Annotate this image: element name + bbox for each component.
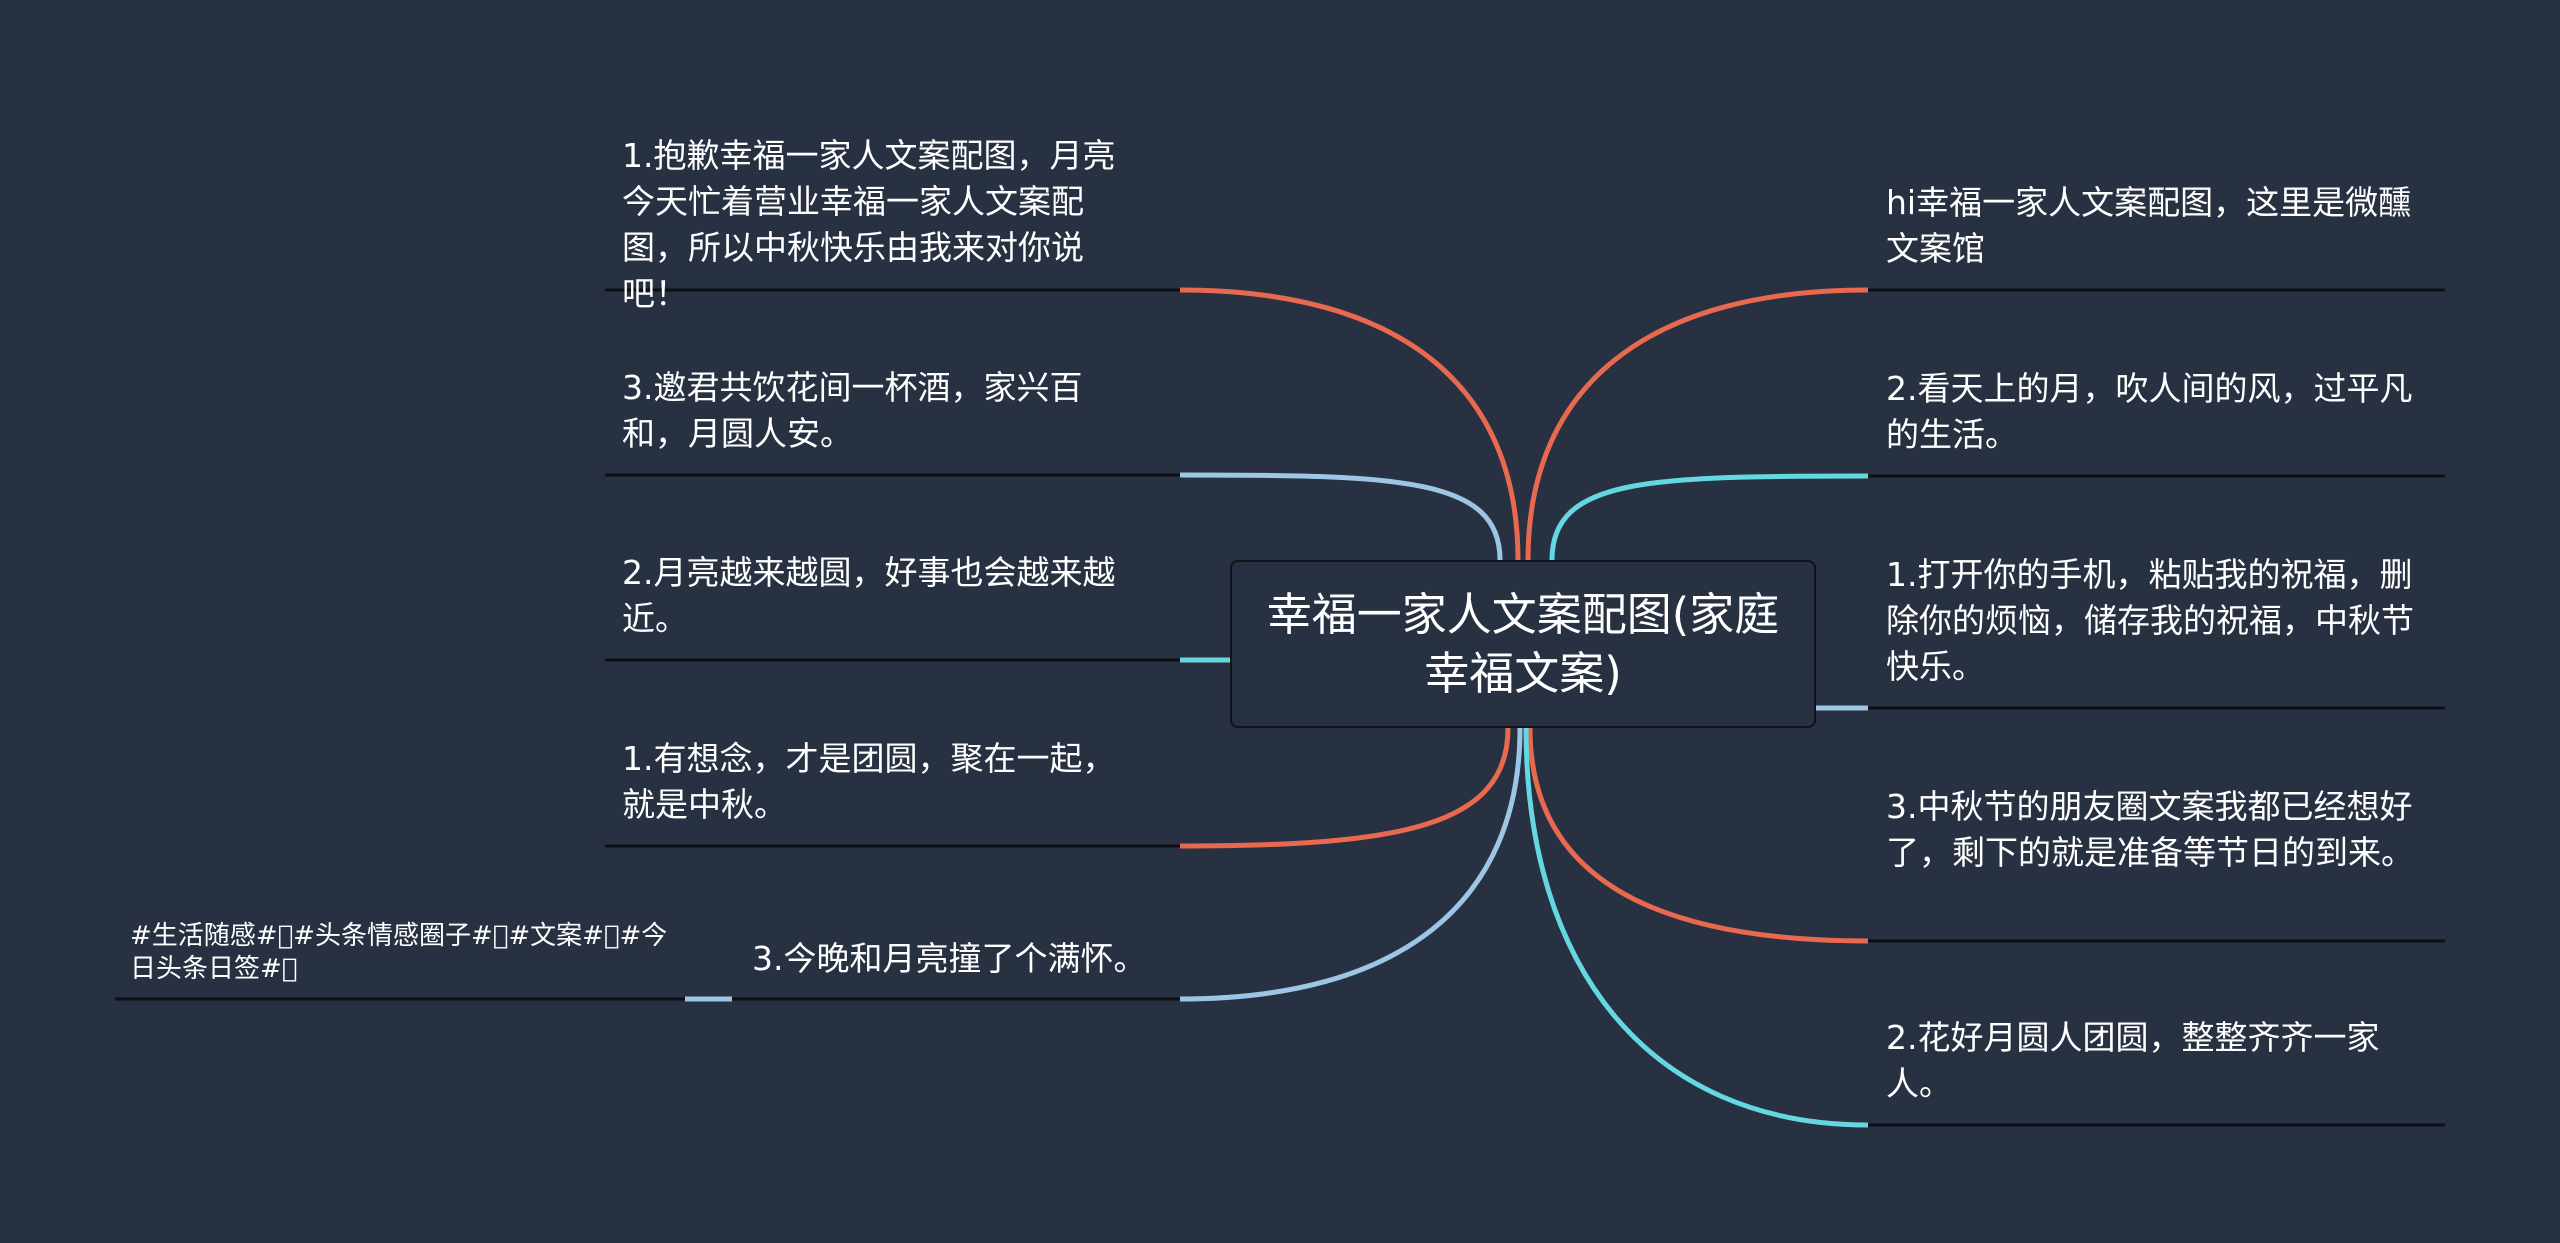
left-branch-node-4[interactable]: 1.有想念，才是团圆，聚在一起，就是中秋。	[622, 739, 1116, 824]
left-branch-connector-1	[1179, 287, 1521, 561]
left-branch-node-3[interactable]: 2.月亮越来越圆，好事也会越来越近。	[622, 553, 1116, 638]
right-branch-connector-5	[1523, 727, 1869, 1128]
central-topic-node[interactable]: 幸福一家人文案配图(家庭幸福文案)	[1230, 560, 1816, 728]
left-branch-connector-2	[1179, 472, 1503, 561]
right-branch-node-1[interactable]: hi幸福一家人文案配图，这里是微醺文案馆	[1886, 183, 2412, 268]
right-branch-connector-4	[1527, 727, 1869, 944]
right-branch-node-2[interactable]: 2.看天上的月，吹人间的风，过平凡的生活。	[1886, 369, 2413, 454]
sub-branch-node-hashtags[interactable]: #生活随感# #头条情感圈子# #文案# #今日头条日签# 	[130, 921, 668, 984]
right-branch-connector-2	[1549, 473, 1869, 561]
left-branch-node-2[interactable]: 3.邀君共饮花间一杯酒，家兴百和，月圆人安。	[622, 368, 1083, 453]
right-branch-node-5[interactable]: 2.花好月圆人团圆，整整齐齐一家人。	[1886, 1018, 2380, 1103]
left-branch-connector-4	[1179, 727, 1511, 849]
right-branch-connector-1	[1525, 287, 1869, 561]
left-branch-node-1[interactable]: 1.抱歉幸福一家人文案配图，月亮今天忙着营业幸福一家人文案配图，所以中秋快乐由我…	[622, 136, 1116, 313]
central-topic-label: 幸福一家人文案配图(家庭幸福文案)	[1266, 588, 1780, 700]
left-branch-node-5[interactable]: 3.今晚和月亮撞了个满怀。	[752, 939, 1147, 978]
left-branch-connector-5	[1179, 727, 1523, 1002]
right-branch-node-4[interactable]: 3.中秋节的朋友圈文案我都已经想好了，剩下的就是准备等节日的到来。	[1886, 787, 2414, 872]
right-branch-node-3[interactable]: 1.打开你的手机，粘贴我的祝福，删除你的烦恼，储存我的祝福，中秋节快乐。	[1886, 555, 2414, 686]
